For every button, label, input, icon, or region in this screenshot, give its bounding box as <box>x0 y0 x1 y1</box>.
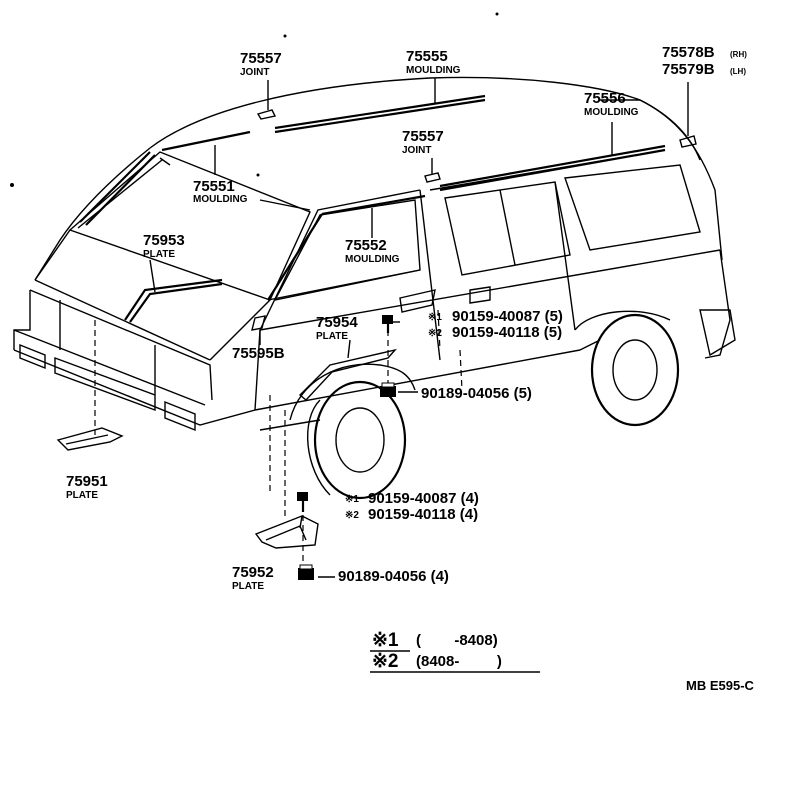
label-moulding-side-name: MOULDING <box>345 254 400 265</box>
fastener-upper-nut: 90189-04056 (5) <box>421 385 532 402</box>
label-moulding-roof-rear-number: 75556 <box>584 90 626 107</box>
joint-mid-shape <box>424 172 441 183</box>
label-plate-lower-name: PLATE <box>232 581 264 592</box>
label-moulding-roof-rear-name: MOULDING <box>584 107 639 118</box>
bolt-upper <box>382 315 393 333</box>
legend-range2: (8408- ) <box>416 653 502 670</box>
nut-lower <box>298 564 314 580</box>
fastener-upper-mark2: ※2 <box>428 328 442 339</box>
label-rear-rh-suffix: (RH) <box>730 50 747 59</box>
labels: 75557 JOINT 75555 MOULDING 75556 MOULDIN… <box>66 44 747 592</box>
label-rear-lh-suffix: (LH) <box>730 67 746 76</box>
label-pillar-part-number: 75595B <box>232 345 285 362</box>
legend: ※1 ( -8408) ※2 (8408- ) <box>370 630 540 673</box>
fastener-lower-line2: 90159-40118 (4) <box>368 506 478 523</box>
label-joint-mid-number: 75557 <box>402 128 444 145</box>
label-joint-top-number: 75557 <box>240 50 282 67</box>
label-moulding-front-roof-number: 75551 <box>193 178 235 195</box>
van-body <box>13 76 736 500</box>
fastener-lower-line1: 90159-40087 (4) <box>368 490 479 507</box>
plate-lower-shape <box>254 515 319 549</box>
fastener-upper-mark1: ※1 <box>428 312 442 323</box>
diagram-code: MB E595-C <box>686 678 755 693</box>
label-rear-lh-number: 75579B <box>662 61 715 78</box>
label-joint-mid-name: JOINT <box>402 145 431 156</box>
label-plate-fender-number: 75954 <box>316 314 358 331</box>
label-moulding-roof-center-number: 75555 <box>406 48 448 65</box>
label-moulding-side-number: 75552 <box>345 237 387 254</box>
legend-mark2: ※2 <box>372 651 399 672</box>
fastener-upper-line1: 90159-40087 (5) <box>452 308 563 325</box>
label-plate-fender-name: PLATE <box>316 331 348 342</box>
legend-range1: ( -8408) <box>416 632 498 649</box>
bolt-lower <box>297 492 308 512</box>
label-plate-front-name: PLATE <box>66 490 98 501</box>
plate-front-shape <box>56 427 124 451</box>
legend-mark1: ※1 <box>372 630 399 651</box>
rear-clip-shape <box>679 135 697 148</box>
label-plate-lower-number: 75952 <box>232 564 274 581</box>
joint-top-shape <box>256 109 277 120</box>
label-plate-hood-number: 75953 <box>143 232 185 249</box>
label-plate-hood-name: PLATE <box>143 249 175 260</box>
fastener-upper-line2: 90159-40118 (5) <box>452 324 562 341</box>
label-moulding-front-roof-name: MOULDING <box>193 194 248 205</box>
leader-lines <box>94 78 689 578</box>
fastener-lower-mark1: ※1 <box>345 494 359 505</box>
fastener-lower-mark2: ※2 <box>345 510 359 521</box>
label-rear-rh-number: 75578B <box>662 44 715 61</box>
nut-upper <box>380 382 396 397</box>
label-joint-top-name: JOINT <box>240 67 269 78</box>
moulding-parts <box>79 94 697 401</box>
fastener-lower-nut: 90189-04056 (4) <box>338 568 449 585</box>
label-plate-front-number: 75951 <box>66 473 108 490</box>
label-moulding-roof-center-name: MOULDING <box>406 65 461 76</box>
